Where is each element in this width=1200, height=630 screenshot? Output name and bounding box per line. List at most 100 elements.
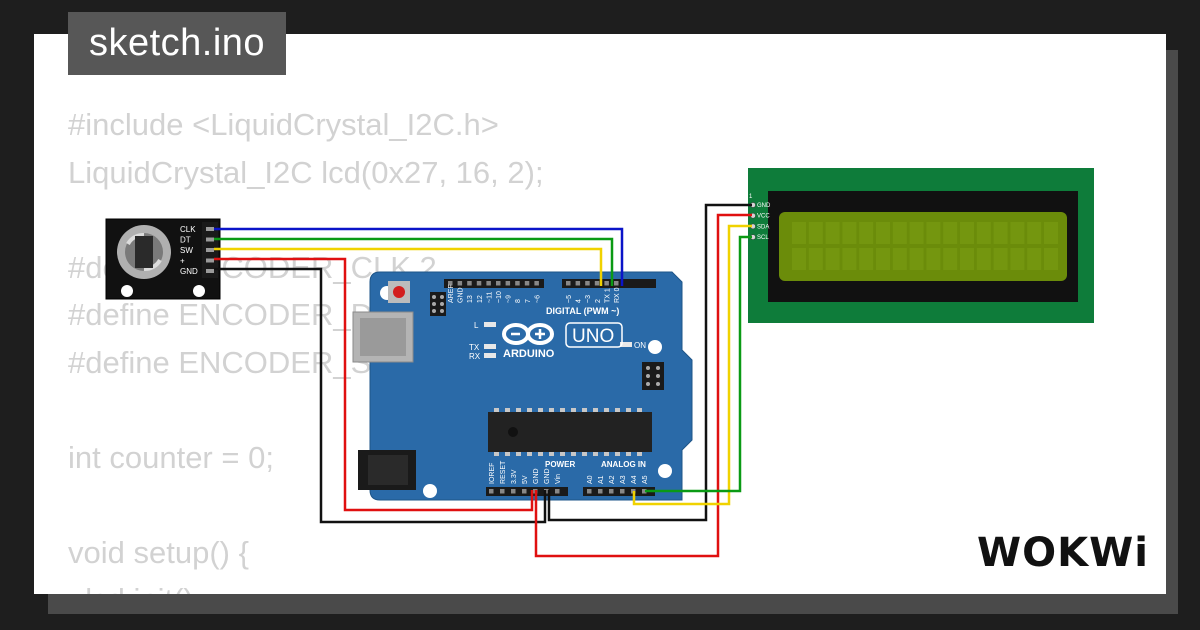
encoder-pin[interactable] <box>206 237 214 242</box>
header-pin[interactable] <box>457 281 463 286</box>
encoder-pin-label: GND <box>180 267 198 276</box>
encoder-pin[interactable] <box>206 227 214 231</box>
analog-header <box>583 487 655 496</box>
header-pin[interactable] <box>448 281 453 286</box>
lcd-pin-label: SDA <box>757 224 769 230</box>
encoder-pin[interactable] <box>206 258 214 263</box>
power-pin-label: IOREF <box>489 463 496 484</box>
digital-header <box>444 279 656 288</box>
wire-lcd-vcc <box>534 213 752 558</box>
header-pin[interactable] <box>522 489 527 494</box>
digital-pin-label: 13 <box>467 295 474 303</box>
rx-led <box>484 353 496 358</box>
analog-label: ANALOG IN <box>601 460 646 469</box>
power-pin-label: RESET <box>500 460 507 484</box>
wire-clk <box>214 227 624 286</box>
code-line: lcd.init(); <box>68 576 544 594</box>
power-pin-label: GND <box>533 468 540 484</box>
wokwi-logo: WOKWi <box>977 530 1149 576</box>
digital-pin-label: TX 1 <box>604 288 611 303</box>
rx-led-label: RX <box>469 352 481 361</box>
header-pin[interactable] <box>594 281 600 286</box>
power-pin-label: 5V <box>522 475 529 484</box>
header-pin[interactable] <box>496 281 501 286</box>
wire-sw <box>214 247 603 286</box>
header-pin[interactable] <box>575 281 581 286</box>
header-pin[interactable] <box>604 281 609 286</box>
encoder-mount-hole <box>121 285 133 297</box>
mounting-hole <box>423 484 437 498</box>
header-pin[interactable] <box>486 281 491 286</box>
header-pin[interactable] <box>598 489 603 494</box>
digital-pin-label: 8 <box>515 299 522 303</box>
power-pin-label: Vin <box>555 474 562 484</box>
digital-pin-label: AREF <box>448 284 455 303</box>
mounting-hole <box>658 464 672 478</box>
header-pin[interactable] <box>609 489 614 494</box>
header-pin[interactable] <box>620 489 625 494</box>
header-pin[interactable] <box>505 281 511 286</box>
code-line: LiquidCrystal_I2C lcd(0x27, 16, 2); <box>68 154 544 190</box>
analog-pin-label: A0 <box>587 475 594 484</box>
icsp-header <box>430 292 446 316</box>
analog-pin-label: A4 <box>631 475 638 484</box>
analog-pin-label: A3 <box>620 475 627 484</box>
digital-pin-label: ~6 <box>534 295 541 303</box>
digital-pin-label: 7 <box>525 299 532 303</box>
code-line: #include <LiquidCrystal_I2C.h> <box>68 107 499 142</box>
encoder-pin-label: CLK <box>180 225 196 234</box>
tx-led <box>484 344 496 349</box>
header-pin[interactable] <box>515 281 520 286</box>
encoder-pin[interactable] <box>206 248 214 252</box>
mounting-hole <box>648 340 662 354</box>
power-jack-inner <box>368 455 408 485</box>
header-pin[interactable] <box>566 281 571 286</box>
header-pin[interactable] <box>511 489 516 494</box>
wire-enc-gnd <box>214 267 547 524</box>
header-pin[interactable] <box>555 489 560 494</box>
code-line: void setup() { <box>68 534 249 570</box>
power-label: POWER <box>545 460 575 469</box>
header-pin[interactable] <box>585 281 590 286</box>
header-pin[interactable] <box>476 281 482 286</box>
header-pin[interactable] <box>489 489 494 494</box>
header-pin[interactable] <box>467 281 472 286</box>
header-pin[interactable] <box>642 489 647 494</box>
wire-lcd-scl <box>645 235 752 493</box>
atmega-chip <box>488 408 652 456</box>
digital-pin-label: ~3 <box>585 295 592 303</box>
encoder-pin-label: SW <box>180 246 193 255</box>
header-pin[interactable] <box>534 281 539 286</box>
wire-lcd-sda <box>632 224 752 506</box>
wokwi-logo-text: WOKWi <box>977 530 1149 576</box>
header-pin[interactable] <box>587 489 592 494</box>
file-tab[interactable]: sketch.ino <box>68 12 286 75</box>
lcd-pin-label: VCC <box>757 214 770 220</box>
l-led <box>484 322 496 327</box>
encoder-pin-label: DT <box>180 236 191 245</box>
encoder-pin[interactable] <box>206 269 214 273</box>
header-pin[interactable] <box>614 281 619 286</box>
on-led <box>620 342 632 347</box>
header-pin[interactable] <box>500 489 505 494</box>
header-pin[interactable] <box>524 281 530 286</box>
encoder-pin-label: + <box>180 257 185 266</box>
power-pin-label: 3.3V <box>511 469 518 484</box>
code-line: int counter = 0; <box>68 439 274 475</box>
rotate-arrow-icon <box>143 258 162 271</box>
arduino-infinity-icon <box>502 323 554 345</box>
analog-pin-label: A1 <box>598 475 605 484</box>
lcd-pin1-label: 1 <box>749 194 753 200</box>
usb-port-inner <box>360 318 406 356</box>
analog-pin-label: A2 <box>609 475 616 484</box>
on-led-label: ON <box>634 341 646 350</box>
wires <box>214 203 752 558</box>
uno-label: UNO <box>572 326 614 347</box>
reset-button-cap[interactable] <box>393 286 405 298</box>
